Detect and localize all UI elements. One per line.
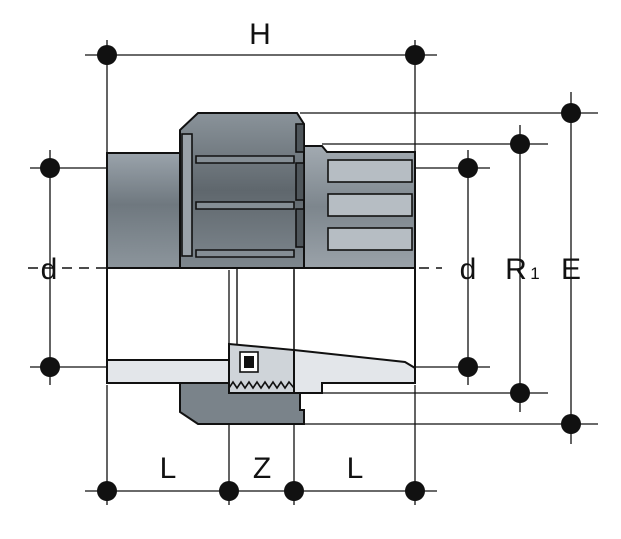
label-d-left: d [41,253,58,286]
label-l-right: L [347,452,364,485]
label-e: E [561,253,581,286]
upper-external-view [106,112,416,269]
dimension-dots [40,45,581,501]
label-r-subscript: 1 [530,264,539,283]
thread [228,380,295,390]
o-ring [244,356,254,368]
left-socket-section [106,359,230,384]
label-d-right: d [460,253,477,286]
label-l-left: L [160,452,177,485]
label-r: R [505,253,527,286]
label-h: H [249,18,271,51]
union-nut [179,112,305,269]
label-z: Z [253,452,271,485]
dimension-lines [49,54,572,492]
lower-section-view [106,268,416,425]
dimension-labels: H d d R 1 E L Z L [41,18,581,485]
right-insert-section [293,348,416,394]
left-socket-body [106,152,184,269]
